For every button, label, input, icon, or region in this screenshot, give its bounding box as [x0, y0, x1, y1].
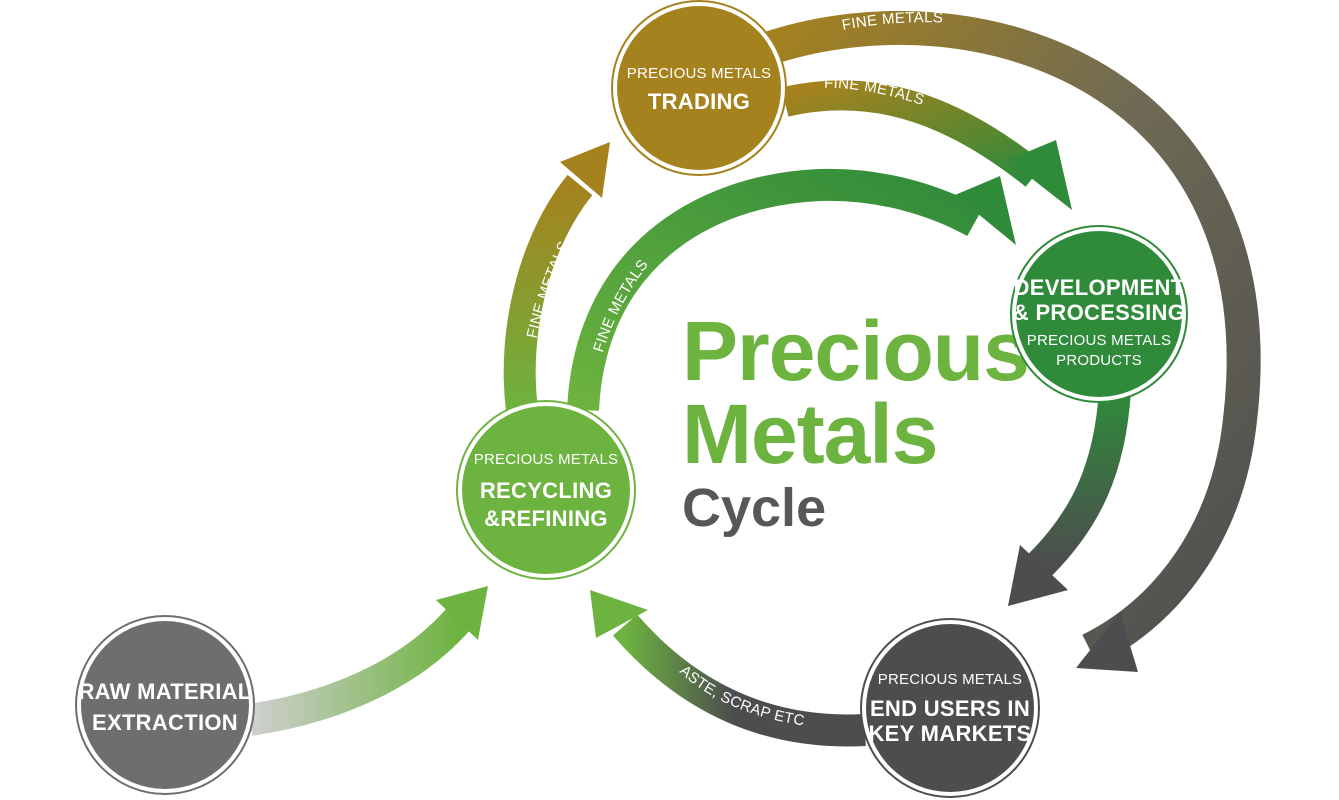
node-recycling: PRECIOUS METALS RECYCLING &REFINING — [456, 400, 636, 580]
node-end-users-title-1: END USERS IN — [870, 696, 1030, 721]
node-raw-title-1: RAW MATERIAL — [78, 679, 251, 704]
node-development-subtitle-1: PRECIOUS METALS — [1027, 332, 1171, 349]
node-raw-material: RAW MATERIAL EXTRACTION — [75, 615, 255, 795]
node-trading-title: TRADING — [648, 89, 750, 114]
node-end-users: PRECIOUS METALS END USERS IN KEY MARKETS — [860, 618, 1040, 798]
arrow-raw-to-recycling — [247, 586, 488, 736]
node-trading-subtitle: PRECIOUS METALS — [627, 65, 771, 82]
node-recycling-title-1: RECYCLING — [480, 478, 612, 503]
node-end-users-title-2: KEY MARKETS — [868, 721, 1031, 746]
node-development-title-2: & PROCESSING — [1013, 300, 1185, 325]
node-raw-title-2: EXTRACTION — [92, 710, 238, 735]
node-recycling-subtitle: PRECIOUS METALS — [474, 451, 618, 468]
arrow-development-to-end-users — [1008, 388, 1131, 606]
arrow-trading-to-end-users: FINE METALS — [764, 9, 1261, 672]
node-development-title-1: DEVELOPMENT — [1014, 275, 1185, 300]
node-development: DEVELOPMENT & PROCESSING PRECIOUS METALS… — [1010, 225, 1188, 403]
title-line-metals: Metals — [682, 387, 937, 481]
title-line-precious: Precious — [682, 304, 1029, 398]
node-development-subtitle-2: PRODUCTS — [1056, 352, 1142, 369]
diagram-title: Precious Metals Cycle — [682, 304, 1030, 538]
node-end-users-subtitle: PRECIOUS METALS — [878, 671, 1022, 688]
node-trading: PRECIOUS METALS TRADING — [611, 0, 787, 176]
node-recycling-title-2: &REFINING — [484, 506, 608, 531]
title-line-cycle: Cycle — [682, 478, 826, 538]
